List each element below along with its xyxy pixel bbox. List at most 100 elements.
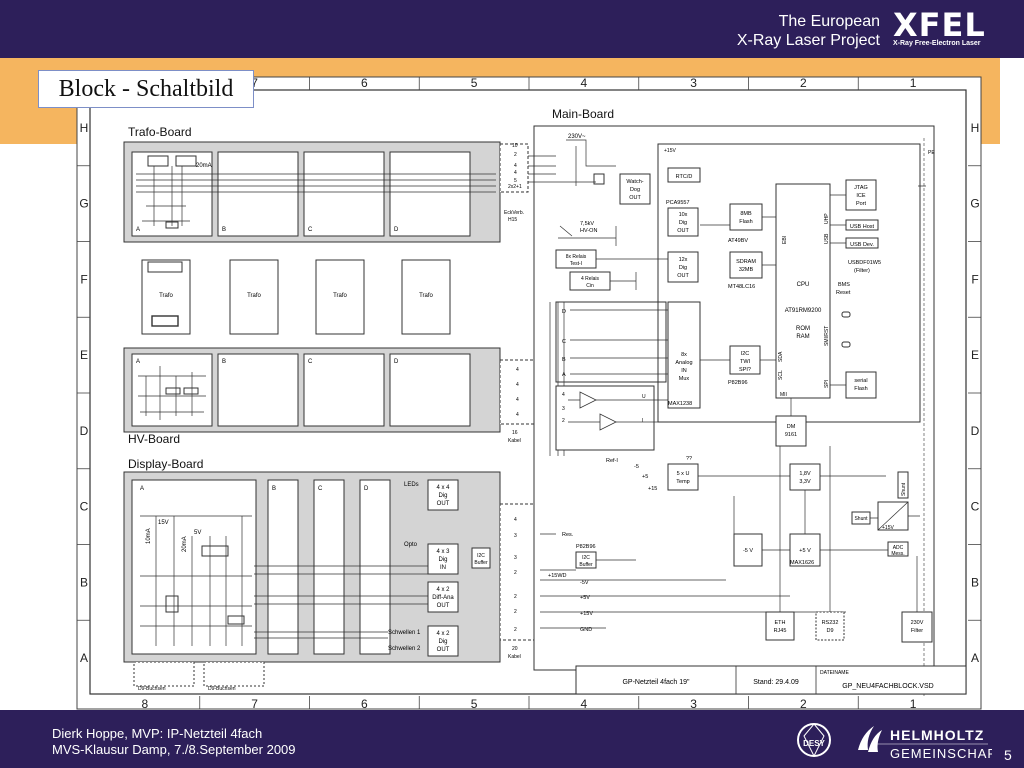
dig-in-line1: 4 x 3 bbox=[436, 549, 450, 555]
schwellen-1: Schwellen 1 bbox=[388, 630, 421, 636]
adc-line1: 8x bbox=[681, 352, 687, 358]
grid-col-bottom-1: 1 bbox=[910, 697, 917, 710]
page-number: 5 bbox=[1004, 747, 1012, 763]
display-slot-c: C bbox=[318, 486, 323, 492]
footer-bar bbox=[0, 710, 1024, 768]
at49-label: AT49BV bbox=[728, 238, 748, 244]
grid-col-top-4: 4 bbox=[581, 76, 588, 90]
grid-row-left-B: B bbox=[80, 575, 88, 589]
grid-col-bottom-6: 6 bbox=[361, 697, 368, 710]
org-line-2: X-Ray Laser Project bbox=[736, 32, 880, 49]
res-label: Res. bbox=[562, 532, 574, 538]
display-slot-a: A bbox=[140, 486, 144, 492]
main-i2c-buf-line2: Buffer bbox=[579, 562, 593, 568]
c1-pin-1: 10 bbox=[512, 143, 518, 149]
opamp-pin-2: 2 bbox=[562, 418, 565, 424]
grid-col-bottom-7: 7 bbox=[251, 697, 258, 710]
serial-line2: Flash bbox=[854, 386, 867, 392]
pca-label: PCA9557 bbox=[666, 200, 690, 206]
title-block-dateiname: GP_NEU4FACHBLOCK.VSD bbox=[842, 683, 933, 690]
title-block-dateiname-label: DATEINAME bbox=[820, 670, 849, 676]
c3-pin-4: 2 bbox=[514, 570, 517, 576]
cpu-line4: RAM bbox=[796, 334, 809, 340]
grid-col-top-6: 6 bbox=[361, 76, 368, 90]
grid-row-left-H: H bbox=[80, 121, 89, 135]
plus5v-label: +5V bbox=[580, 595, 590, 601]
sdram-line2: 32MB bbox=[739, 267, 754, 273]
relais-line1: 8x Relais bbox=[566, 254, 587, 260]
display-20ma: 20mA bbox=[182, 536, 188, 552]
dm-line1: DM bbox=[787, 424, 796, 430]
connector-3: 4 3 3 2 2 2 2 20 Kabel bbox=[499, 503, 541, 660]
display-board-title: Display-Board bbox=[128, 457, 203, 471]
dig10-line2: Dig bbox=[679, 220, 687, 226]
c1-pin-4: 4 bbox=[514, 170, 517, 176]
c1-label-2: H15 bbox=[508, 217, 517, 223]
adc-line4: Mux bbox=[679, 376, 690, 382]
cpu-line3: ROM bbox=[796, 326, 810, 332]
v15wd-label: +15WD bbox=[548, 573, 567, 579]
organization-title: The European X-Ray Laser Project bbox=[690, 12, 880, 50]
max1238-label: MAX1238 bbox=[668, 401, 692, 407]
hv-slot-d: D bbox=[394, 359, 399, 365]
slide-title: Block - Schaltbild bbox=[38, 70, 254, 108]
shunt-vertical: Shunt bbox=[901, 482, 907, 496]
temp-line2: Temp bbox=[676, 479, 689, 485]
footer-text: Dierk Hoppe, MVP: IP-Netzteil 4fach MVS-… bbox=[52, 726, 296, 758]
opto-label: Opto bbox=[404, 542, 418, 548]
c3-pin-5: 2 bbox=[514, 594, 517, 600]
cpu-line2: AT91RM9200 bbox=[785, 308, 822, 314]
mains-filter-line1: 230V bbox=[911, 620, 924, 626]
jtag-line3: Port bbox=[856, 201, 867, 207]
m5-label: -5 bbox=[634, 464, 639, 470]
grid-col-top-3: 3 bbox=[690, 76, 697, 90]
opamp-pin-3: 3 bbox=[562, 406, 565, 412]
xfel-logo: XFEL bbox=[893, 6, 986, 44]
c2-cable-1: 16 bbox=[512, 430, 518, 436]
max1626-label: MAX1626 bbox=[790, 560, 814, 566]
display-i2c-line2: Buffer bbox=[474, 560, 488, 566]
opamp-out-i: I bbox=[642, 418, 643, 424]
cpu-pin-uhp: UHP bbox=[824, 213, 830, 224]
serial-line1: serial bbox=[854, 378, 867, 384]
grid-col-bottom-8: 8 bbox=[142, 697, 149, 710]
c3-pin-3: 3 bbox=[514, 555, 517, 561]
cin-line2: Cin bbox=[586, 283, 594, 289]
rtc-label: RTC/D bbox=[676, 174, 693, 180]
grid-row-right-F: F bbox=[971, 272, 978, 286]
trafo-board-title: Trafo-Board bbox=[128, 125, 192, 139]
grid-row-right-B: B bbox=[971, 575, 979, 589]
hv-slot-a: A bbox=[136, 359, 140, 365]
grid-row-right-A: A bbox=[971, 651, 979, 665]
desy-label: DESY bbox=[803, 739, 825, 748]
footer-line-2: MVS-Klausur Damp, 7./8.September 2009 bbox=[52, 742, 296, 757]
minus5v-label: -5V bbox=[580, 580, 589, 586]
trafo-1-label: Trafo bbox=[159, 293, 173, 299]
hv-board: A B C D HV-Board bbox=[123, 347, 501, 446]
cpu-line1: CPU bbox=[797, 282, 810, 288]
trafo-row: Trafo Trafo Trafo Trafo bbox=[141, 259, 451, 335]
grid-row-left-C: C bbox=[80, 500, 89, 514]
hv-board-title: HV-Board bbox=[128, 432, 180, 446]
i2c-line1: I2C bbox=[741, 351, 750, 357]
temp-line1: 5 x U bbox=[677, 471, 690, 477]
reg-line2: 3,3V bbox=[799, 479, 811, 485]
cpu-pin-smirst: SMI/RST bbox=[824, 326, 830, 346]
qq-label: ?? bbox=[686, 456, 692, 462]
c1-pin-5: 5 bbox=[514, 178, 517, 184]
display-15v: 15V bbox=[158, 520, 169, 526]
dm-line2: 9161 bbox=[785, 432, 797, 438]
dig-out-line1: 4 x 2 bbox=[436, 631, 450, 637]
cin-line1: 4 Relais bbox=[581, 276, 600, 282]
opamp-pin-4: 4 bbox=[562, 392, 565, 398]
main-board: Main-Board 230V~ +15V PE RTC/D Watch- Do… bbox=[528, 107, 935, 696]
xfel-logo-subtitle: X-Ray Free-Electron Laser bbox=[893, 40, 981, 47]
grid-row-right-G: G bbox=[970, 197, 979, 211]
mt48-label: MT48LC16 bbox=[728, 284, 755, 290]
cpu-pin-sda: SDA bbox=[778, 351, 784, 362]
trafo-slot-b: B bbox=[222, 227, 226, 233]
trafo-relay-label: 20mA bbox=[196, 163, 212, 169]
